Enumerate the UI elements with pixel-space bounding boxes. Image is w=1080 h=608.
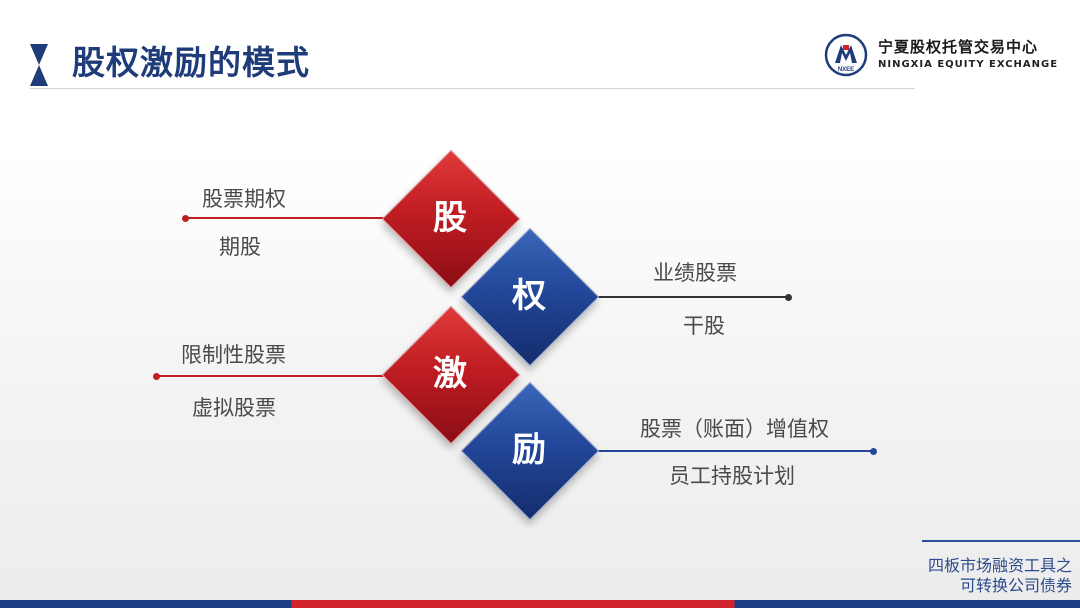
- connector-dot-1: [182, 215, 189, 222]
- diamond-gu-label: 股: [433, 198, 467, 238]
- title-divider: [30, 88, 915, 89]
- org-name-cn: 宁夏股权托管交易中心: [878, 38, 1039, 56]
- footer-caption: 四板市场融资工具之 可转换公司债券: [922, 540, 1080, 595]
- diamond-li-label: 励: [512, 430, 546, 470]
- branch-label-restricted-stock: 限制性股票: [181, 343, 286, 367]
- footer-line-1: 四板市场融资工具之: [927, 556, 1072, 575]
- hourglass-icon: [30, 44, 48, 86]
- connector-dot-2: [785, 294, 792, 301]
- bottom-color-bar: [0, 600, 1080, 608]
- branch-label-performance-stock: 业绩股票: [653, 261, 737, 285]
- connector-dot-3: [153, 373, 160, 380]
- branch-label-stock-option: 股票期权: [202, 187, 286, 211]
- connector-line-1: [186, 217, 396, 219]
- branch-label-appreciation-rights: 股票（账面）增值权: [640, 417, 829, 441]
- footer-line-2: 可转换公司债券: [959, 576, 1072, 595]
- branch-label-dry-stock: 干股: [683, 314, 725, 338]
- diamond-ji-label: 激: [433, 354, 467, 394]
- branch-label-esop: 员工持股计划: [669, 464, 795, 488]
- branch-label-futures-stock: 期股: [219, 235, 261, 259]
- connector-line-4: [590, 450, 874, 452]
- svg-text:NXEE: NXEE: [838, 67, 854, 73]
- connector-line-3: [157, 375, 396, 377]
- org-name-en: NINGXIA EQUITY EXCHANGE: [878, 59, 1059, 70]
- connector-line-2: [590, 296, 790, 298]
- page-title: 股权激励的模式: [72, 43, 310, 82]
- branch-label-virtual-stock: 虚拟股票: [192, 396, 276, 420]
- exchange-logo: NXEE: [824, 33, 868, 77]
- diamond-quan-label: 权: [512, 276, 546, 316]
- connector-dot-4: [870, 448, 877, 455]
